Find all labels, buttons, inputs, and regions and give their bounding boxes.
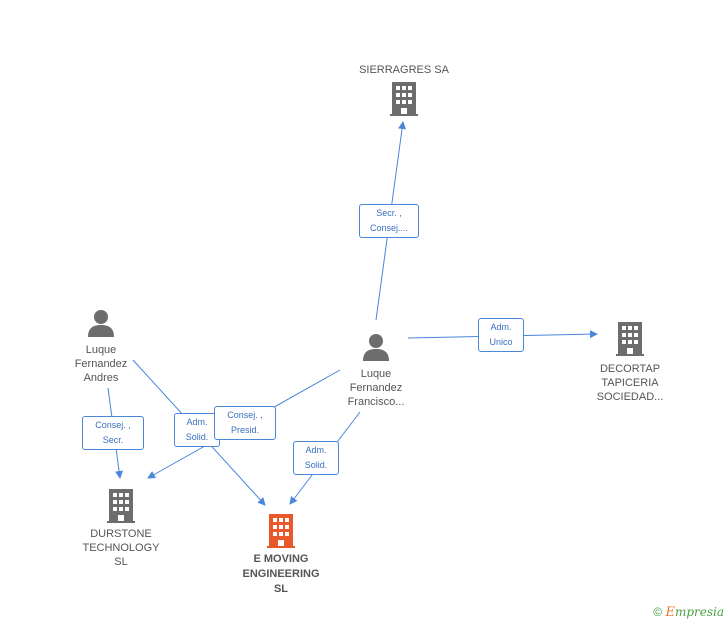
person-icon bbox=[88, 310, 114, 337]
company-label[interactable]: SIERRAGRES SA bbox=[359, 64, 449, 76]
node-emoving[interactable]: E MOVING ENGINEERING SL bbox=[226, 514, 336, 597]
relation-label-francisco-decortap[interactable]: Adm. Unico bbox=[478, 318, 524, 352]
node-sierragres[interactable]: SIERRAGRES SA bbox=[345, 63, 463, 116]
copyright-icon: © bbox=[653, 605, 663, 619]
company-label[interactable]: DECORTAP TAPICERIA SOCIEDAD... bbox=[596, 363, 664, 403]
relation-label-francisco-durstone[interactable]: Consej. , Presid. bbox=[214, 406, 276, 440]
person-icon bbox=[363, 334, 389, 361]
node-luque-andres[interactable]: Luque Fernandez Andres bbox=[56, 309, 146, 385]
building-icon bbox=[616, 322, 644, 356]
building-icon bbox=[267, 514, 295, 548]
brand-watermark: © Empresia bbox=[653, 605, 724, 620]
person-label[interactable]: Luque Fernandez Francisco... bbox=[347, 368, 405, 408]
company-label-main[interactable]: E MOVING ENGINEERING SL bbox=[242, 553, 320, 595]
node-durstone[interactable]: DURSTONE TECHNOLOGY SL bbox=[66, 489, 176, 569]
building-icon bbox=[390, 82, 418, 116]
building-icon bbox=[107, 489, 135, 523]
brand-name: mpresia bbox=[674, 605, 724, 619]
node-decortap[interactable]: DECORTAP TAPICERIA SOCIEDAD... bbox=[575, 322, 685, 404]
node-luque-francisco[interactable]: Luque Fernandez Francisco... bbox=[326, 333, 426, 409]
person-label[interactable]: Luque Fernandez Andres bbox=[74, 344, 128, 384]
relation-label-francisco-sierragres[interactable]: Secr. , Consej.... bbox=[359, 204, 419, 238]
relation-label-andres-durstone[interactable]: Consej. , Secr. bbox=[82, 416, 144, 450]
brand-logo-e: E bbox=[665, 605, 675, 620]
company-label[interactable]: DURSTONE TECHNOLOGY SL bbox=[82, 528, 160, 568]
relation-label-francisco-emoving[interactable]: Adm. Solid. bbox=[293, 441, 339, 475]
